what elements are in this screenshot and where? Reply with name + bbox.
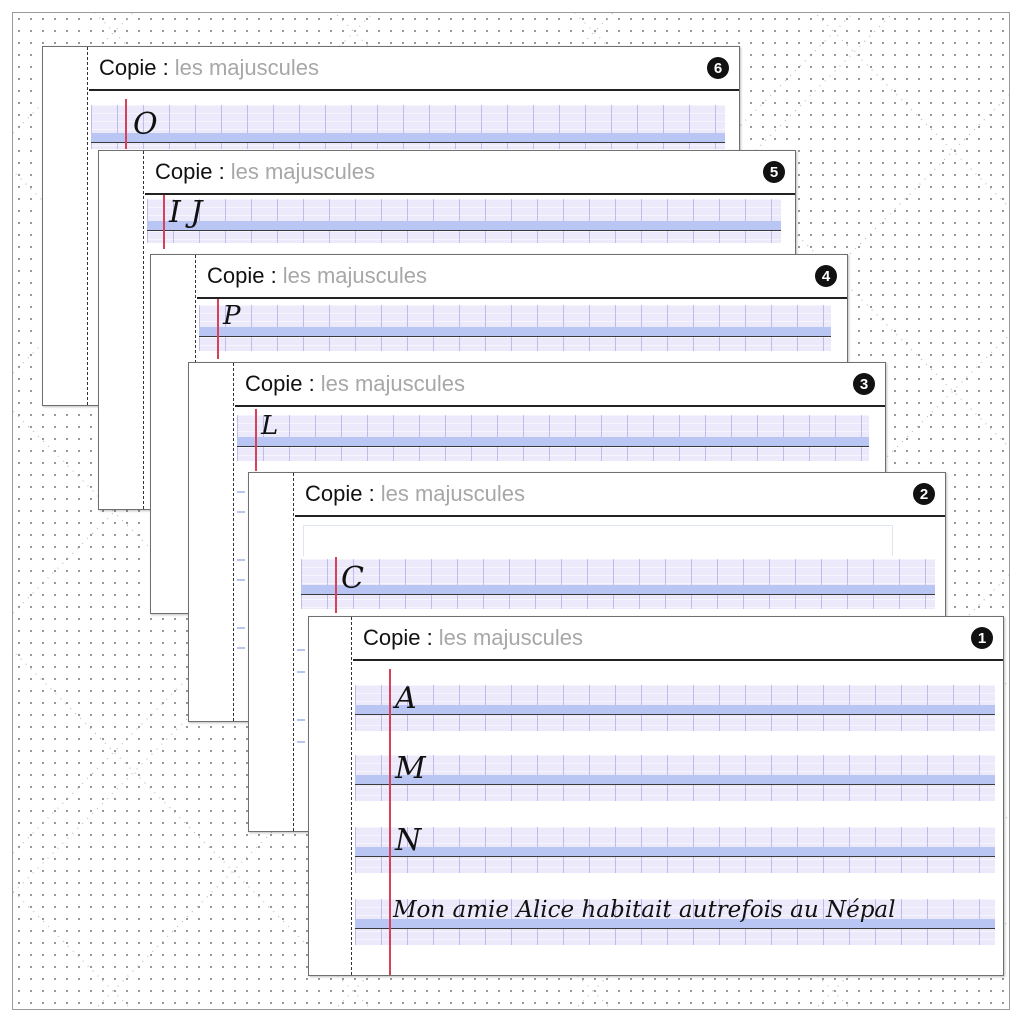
sheet-number-badge: 5 <box>763 161 785 183</box>
red-margin-line <box>163 195 165 249</box>
red-margin-line <box>217 299 219 359</box>
writing-band <box>301 559 935 609</box>
red-margin-line <box>125 99 127 149</box>
margin-line <box>293 473 294 831</box>
model-letter-n: N <box>395 823 422 858</box>
header-prefix: Copie : <box>305 481 375 506</box>
sheet-1: Copie : les majuscules 1 A M N Mon amie … <box>308 616 1004 976</box>
header-subtitle: les majuscules <box>438 625 583 650</box>
model-sentence: Mon amie Alice habitait autrefois au Nép… <box>393 897 896 923</box>
header-subtitle: les majuscules <box>282 263 427 288</box>
writing-band <box>91 105 725 149</box>
sheet-header: Copie : les majuscules 2 <box>295 473 945 517</box>
writing-band-3 <box>355 827 995 873</box>
red-margin-line <box>389 669 391 975</box>
header-subtitle: les majuscules <box>320 371 465 396</box>
model-letter: P <box>223 301 241 331</box>
margin-line <box>351 617 352 975</box>
header-prefix: Copie : <box>363 625 433 650</box>
sheet-number-badge: 6 <box>707 57 729 79</box>
writing-band <box>147 199 781 243</box>
model-letter: I J <box>169 195 203 230</box>
writing-band-2 <box>355 755 995 801</box>
header-prefix: Copie : <box>207 263 277 288</box>
writing-band <box>237 415 869 461</box>
header-subtitle: les majuscules <box>174 55 319 80</box>
header-subtitle: les majuscules <box>230 159 375 184</box>
header-prefix: Copie : <box>155 159 225 184</box>
header-prefix: Copie : <box>99 55 169 80</box>
sheet-header: Copie : les majuscules 5 <box>145 151 795 195</box>
margin-line <box>143 151 144 509</box>
header-prefix: Copie : <box>245 371 315 396</box>
margin-line <box>233 363 234 721</box>
model-letter: O <box>133 107 158 142</box>
model-letter: L <box>261 411 279 441</box>
sheet-number-badge: 2 <box>913 483 935 505</box>
red-margin-line <box>335 557 337 613</box>
sheet-header: Copie : les majuscules 1 <box>353 617 1003 661</box>
margin-line <box>87 47 88 405</box>
sheet-number-badge: 4 <box>815 265 837 287</box>
sheet-header: Copie : les majuscules 4 <box>197 255 847 299</box>
red-margin-line <box>255 409 257 471</box>
sheet-number-badge: 1 <box>971 627 993 649</box>
header-subtitle: les majuscules <box>380 481 525 506</box>
writing-band-1 <box>355 685 995 731</box>
model-letter-m: M <box>395 751 426 786</box>
blank-box <box>303 525 893 556</box>
sheet-number-badge: 3 <box>853 373 875 395</box>
writing-band-4 <box>355 899 995 945</box>
sheet-header: Copie : les majuscules 3 <box>235 363 885 407</box>
writing-band <box>199 305 831 351</box>
model-letter: C <box>341 561 364 596</box>
model-letter-a: A <box>395 681 417 716</box>
sheet-header: Copie : les majuscules 6 <box>89 47 739 91</box>
